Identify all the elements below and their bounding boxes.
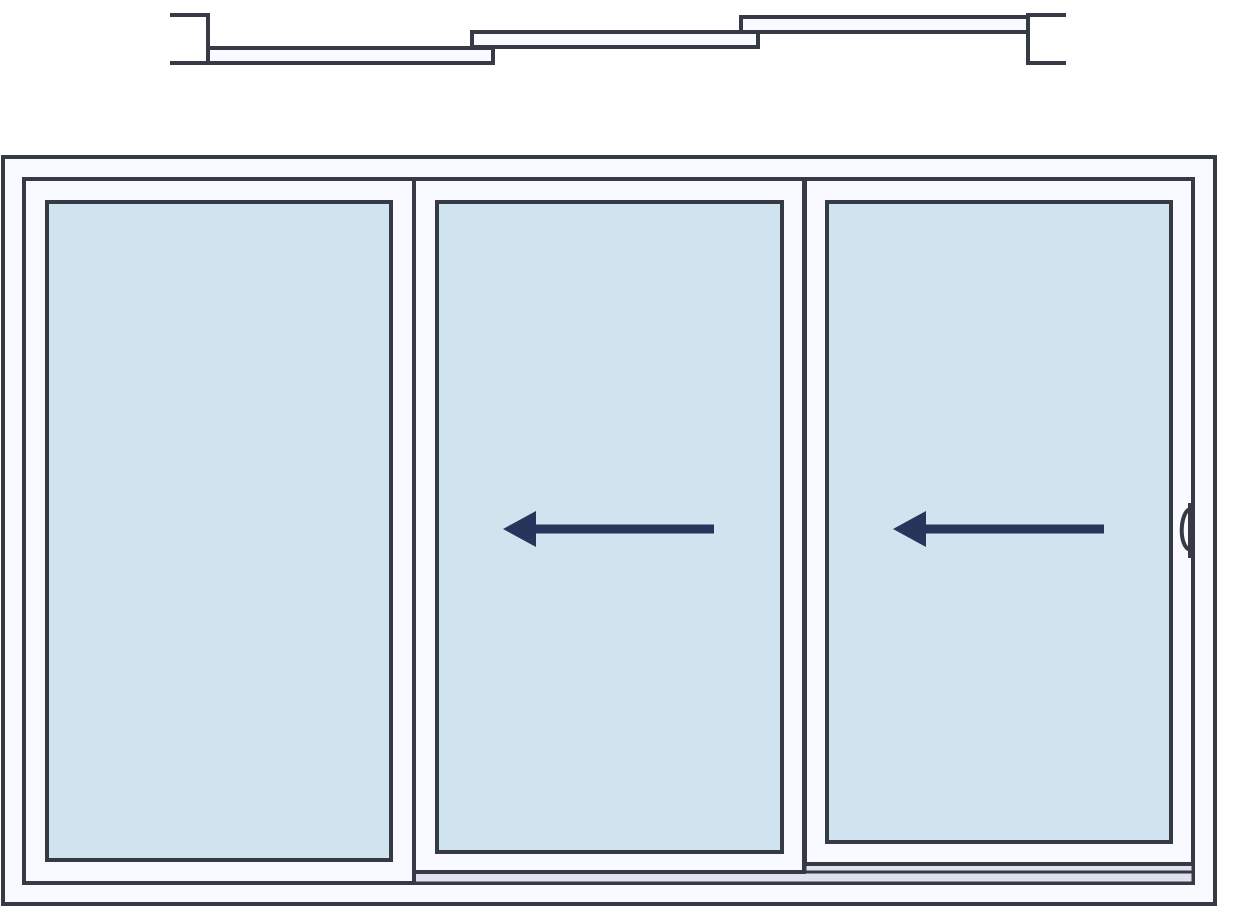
elevation-view bbox=[1, 155, 1217, 906]
plan-jamb-left bbox=[170, 13, 210, 65]
plan-panel-left bbox=[206, 46, 495, 65]
arrow-left-icon bbox=[893, 511, 1104, 547]
arrow-left-icon bbox=[503, 511, 714, 547]
glass-left bbox=[45, 200, 393, 862]
plan-panel-right bbox=[739, 15, 1030, 34]
door-handle-icon bbox=[1179, 503, 1192, 558]
glass-right bbox=[825, 200, 1173, 844]
glass-center bbox=[435, 200, 784, 854]
plan-jamb-right bbox=[1026, 13, 1066, 65]
panel-fixed-left bbox=[22, 177, 416, 885]
plan-view bbox=[170, 13, 1066, 65]
plan-panel-center bbox=[470, 30, 760, 49]
panel-sliding-right bbox=[803, 177, 1195, 866]
panel-sliding-center bbox=[412, 177, 806, 874]
